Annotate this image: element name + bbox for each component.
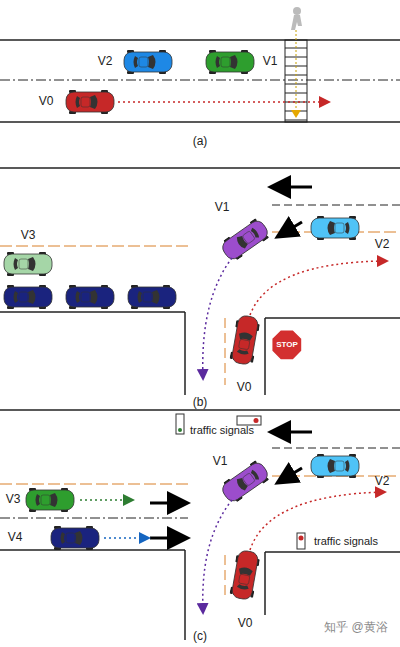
- stop-sign: STOP: [271, 329, 303, 361]
- car-parked: [128, 285, 176, 309]
- drawing-line: [0, 484, 188, 485]
- label: V3: [6, 493, 21, 506]
- label: (b): [193, 396, 208, 409]
- flow-arrow: [150, 537, 182, 540]
- drawing-line: [0, 39, 400, 41]
- car-v2: [311, 216, 359, 240]
- label: V0: [237, 381, 252, 394]
- car-v2: [124, 50, 172, 74]
- car-v0: [229, 314, 261, 365]
- car-v1: [218, 216, 271, 263]
- label: V1: [263, 55, 278, 68]
- path-v3: [80, 499, 132, 501]
- drawing-circle: [178, 428, 182, 432]
- drawing-line: [0, 167, 400, 169]
- drawing-line: [0, 80, 400, 81]
- road-b: [0, 168, 400, 395]
- sign-text: STOP: [276, 341, 298, 349]
- drawing-rect: [297, 533, 305, 549]
- label: traffic signals: [314, 535, 378, 547]
- flow-arrow: [282, 468, 302, 480]
- flow-arrow: [282, 222, 302, 234]
- drawing-line: [264, 552, 266, 615]
- car-v3: [26, 488, 74, 512]
- drawing-line: [0, 409, 400, 411]
- drawing-line: [285, 120, 307, 121]
- label: (a): [193, 135, 208, 148]
- car-v0: [229, 549, 261, 600]
- path-v0: [118, 101, 328, 103]
- drawing-path: [291, 15, 302, 30]
- car-v4: [51, 526, 99, 550]
- drawing-line: [265, 317, 400, 319]
- label: V1: [213, 455, 228, 468]
- car-v0: [66, 90, 114, 114]
- path-v1: [203, 500, 232, 612]
- drawing-line: [0, 311, 185, 313]
- drawing-line: [265, 551, 400, 553]
- label: V0: [238, 617, 253, 630]
- road-a: [0, 40, 400, 122]
- drawing-rect: [176, 414, 184, 434]
- drawing-line: [184, 312, 186, 395]
- path-v0: [250, 492, 384, 550]
- drawing-line: [225, 555, 226, 600]
- octagon: [272, 330, 302, 360]
- drawing-line: [184, 550, 186, 640]
- label: V4: [8, 531, 23, 544]
- label: V3: [21, 229, 36, 242]
- drawing-line: [285, 57, 307, 58]
- car-parked: [66, 285, 114, 309]
- drawing-line: [0, 121, 400, 123]
- path-v0: [250, 261, 386, 315]
- road-c: [0, 410, 400, 640]
- drawing-line: [264, 318, 266, 395]
- drawing-line: [272, 205, 400, 206]
- traffic-signal: [176, 414, 184, 434]
- drawing-rect: [285, 40, 307, 122]
- drawing-line: [272, 448, 400, 449]
- traffic-signal: [237, 416, 261, 425]
- drawing-line: [285, 93, 307, 94]
- path-v1: [203, 258, 232, 378]
- path-v4: [104, 537, 148, 539]
- flow-arrow: [276, 431, 312, 434]
- label: V0: [39, 95, 54, 108]
- car-v1: [206, 50, 254, 74]
- label: V2: [98, 55, 113, 68]
- ped-path: [296, 30, 297, 108]
- car-parked: [4, 285, 52, 309]
- yield-triangle: [291, 110, 301, 118]
- traffic-signal: [297, 533, 305, 549]
- label: (c): [193, 630, 207, 643]
- drawing-line: [225, 318, 226, 385]
- label: V2: [375, 475, 390, 488]
- drawing-circle: [293, 7, 301, 15]
- drawing-rect: [237, 416, 261, 425]
- flow-arrow: [276, 186, 312, 189]
- car-v2: [311, 454, 359, 478]
- drawing-line: [0, 518, 188, 519]
- label: V1: [215, 201, 230, 214]
- drawing-circle: [254, 418, 259, 423]
- car-v3: [4, 252, 52, 276]
- label: V2: [375, 238, 390, 251]
- flow-arrow: [150, 502, 182, 505]
- pedestrian: [291, 7, 302, 30]
- label: traffic signals: [190, 424, 254, 436]
- drawing-line: [0, 246, 188, 247]
- drawing-circle: [299, 536, 304, 541]
- label: 知乎 @黄浴: [324, 621, 388, 634]
